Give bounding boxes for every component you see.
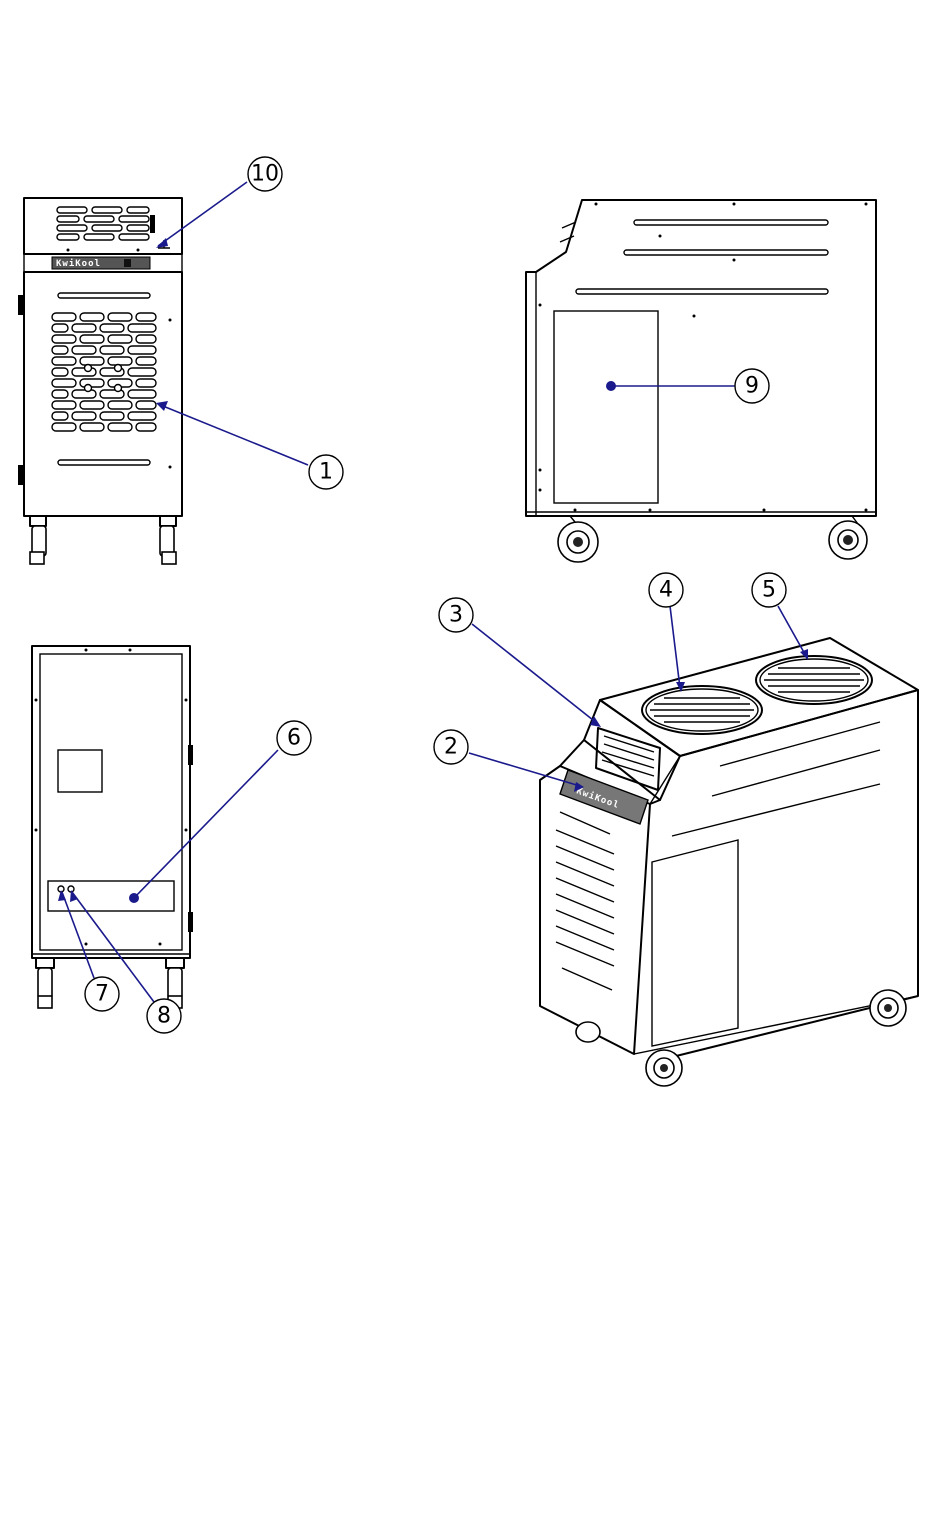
callout-label: 8 (157, 1004, 171, 1029)
callout-label: 3 (449, 603, 463, 628)
callout-label: 1 (319, 460, 333, 485)
rear-access-cover (58, 750, 102, 792)
callout-3: 3 (439, 598, 473, 632)
iso-control-panel: KwiKool (560, 770, 648, 824)
rear-view (32, 646, 193, 1008)
callout-label: 6 (287, 726, 301, 751)
side-body-outline (526, 200, 876, 516)
front-casters (30, 516, 176, 564)
iso-top-face (600, 638, 918, 756)
callout-7: 7 (85, 977, 119, 1011)
callout-label: 4 (659, 578, 673, 603)
callout-9: 9 (735, 369, 769, 403)
callout-label: 7 (95, 982, 109, 1007)
front-top-grille (57, 207, 155, 240)
side-view (526, 200, 876, 562)
callout-label: 5 (762, 578, 776, 603)
callout-label: 2 (444, 735, 458, 760)
iso-fan-grille-left (642, 686, 762, 734)
callout-10: 10 (248, 157, 282, 191)
front-grille (52, 313, 156, 431)
callout-2: 2 (434, 730, 468, 764)
iso-upper-grille (596, 728, 660, 790)
callout-1: 1 (309, 455, 343, 489)
callout-6: 6 (277, 721, 311, 755)
callout-4: 4 (649, 573, 683, 607)
isometric-view: KwiKool (540, 638, 918, 1086)
callout-label: 10 (251, 162, 279, 187)
callout-label: 9 (745, 374, 759, 399)
front-view: KwiKool (18, 198, 182, 564)
leader-lines (58, 182, 808, 1002)
iso-side-panel (652, 840, 738, 1046)
callout-8: 8 (147, 999, 181, 1033)
callout-5: 5 (752, 573, 786, 607)
iso-fan-grille-right (756, 656, 872, 704)
front-panel-brand: KwiKool (56, 258, 101, 269)
side-access-panel (554, 311, 658, 503)
iso-casters (576, 990, 906, 1086)
side-casters (556, 516, 867, 562)
iso-front-grille (556, 812, 614, 990)
